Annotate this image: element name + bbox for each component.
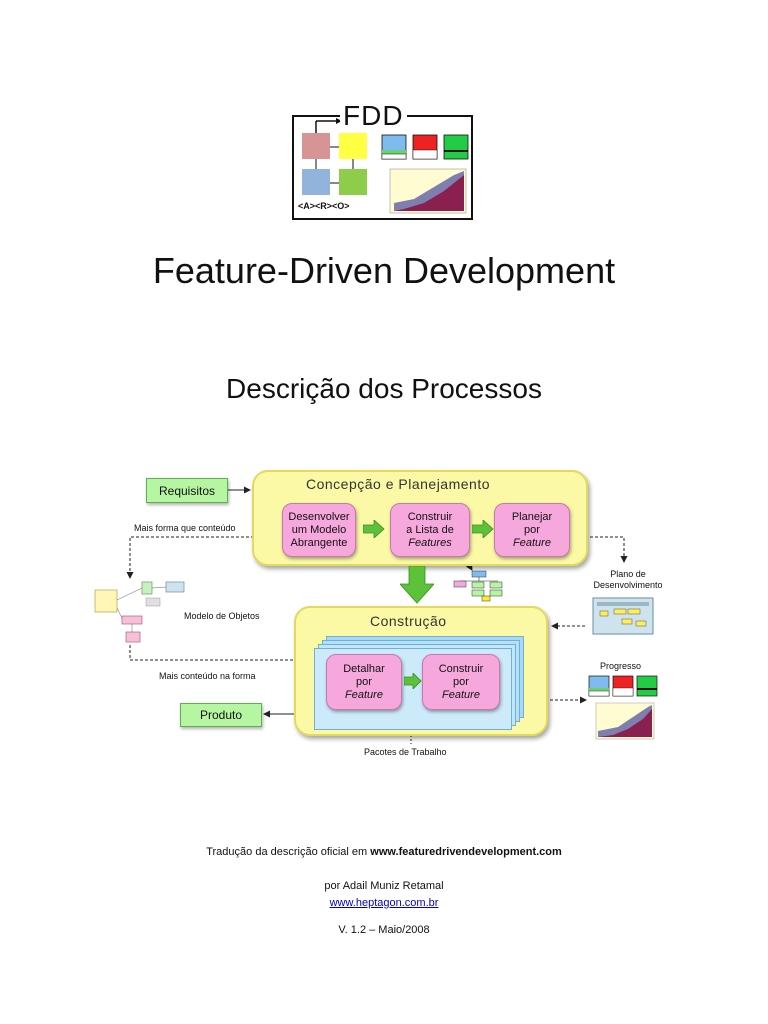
proc4-line1: Detalhar bbox=[343, 662, 385, 675]
logo-square-yellow bbox=[339, 133, 367, 159]
object-model-icon bbox=[94, 581, 185, 643]
arrow-right-icon bbox=[404, 673, 422, 689]
heptagon-link[interactable]: www.heptagon.com.br bbox=[329, 897, 439, 909]
footer-autor: por Adail Muniz Retamal bbox=[324, 880, 444, 892]
proc2-line2: a Lista de bbox=[406, 523, 454, 536]
traducao-site: www.featuredrivendevelopment.com bbox=[370, 846, 562, 858]
process-planejar: Planejar por Feature bbox=[494, 503, 570, 557]
proc3-line3: Feature bbox=[513, 536, 551, 549]
proc4-line3: Feature bbox=[345, 688, 383, 701]
fdd-logo: <A><R><O> bbox=[292, 115, 473, 220]
label-progresso: Progresso bbox=[600, 661, 642, 671]
plan-document-icon bbox=[592, 597, 654, 635]
progress-reports-icon bbox=[588, 675, 658, 740]
proc2-line3: Features bbox=[408, 536, 452, 549]
label-modelo-objetos: Modelo de Objetos bbox=[184, 611, 260, 621]
footer-autor-site: www.heptagon.com.br bbox=[0, 897, 768, 909]
proc5-line3: Feature bbox=[442, 688, 480, 701]
process-construir-feature: Construir por Feature bbox=[422, 654, 500, 710]
proc1-line3: Abrangente bbox=[290, 536, 348, 549]
process-construir-lista: Construir a Lista de Features bbox=[390, 503, 470, 557]
produto-box: Produto bbox=[180, 703, 262, 727]
proc5-line2: por bbox=[453, 675, 469, 688]
logo-title: FDD bbox=[340, 100, 407, 132]
proc4-line2: por bbox=[356, 675, 372, 688]
arrow-down-icon bbox=[400, 566, 434, 604]
label-mais-conteudo: Mais conteúdo na forma bbox=[159, 671, 256, 681]
logo-square-blue bbox=[302, 169, 330, 195]
arrow-right-icon bbox=[363, 520, 385, 538]
proc1-line2: um Modelo bbox=[291, 523, 347, 536]
document-title: Feature-Driven Development bbox=[152, 250, 616, 291]
process-detalhar: Detalhar por Feature bbox=[326, 654, 402, 710]
logo-connectors-icon bbox=[315, 118, 469, 214]
proc2-line1: Construir bbox=[407, 510, 453, 523]
footer-traducao: Tradução da descrição oficial em www.fea… bbox=[0, 846, 768, 858]
process-desenvolver-modelo: Desenvolver um Modelo Abrangente bbox=[282, 503, 356, 557]
logo-tag: <A><R><O> bbox=[298, 201, 350, 211]
feature-list-icon bbox=[453, 570, 503, 602]
proc1-line1: Desenvolver bbox=[288, 510, 350, 523]
document-subtitle: Descrição dos Processos bbox=[226, 373, 542, 404]
plano-line2: Desenvolvimento bbox=[593, 580, 663, 590]
requisitos-box: Requisitos bbox=[146, 478, 228, 503]
traducao-prefix: Tradução da descrição oficial em bbox=[206, 846, 371, 858]
proc3-line1: Planejar bbox=[511, 510, 553, 523]
footer-versao: V. 1.2 – Maio/2008 bbox=[338, 924, 430, 936]
proc5-line1: Construir bbox=[438, 662, 484, 675]
logo-square-red bbox=[302, 133, 330, 159]
label-plano: Plano de Desenvolvimento bbox=[588, 569, 668, 591]
plano-line1: Plano de bbox=[610, 569, 646, 579]
label-mais-forma: Mais forma que conteúdo bbox=[134, 523, 236, 533]
concepcao-title: Concepção e Planejamento bbox=[306, 476, 491, 492]
proc3-line2: por bbox=[524, 523, 540, 536]
label-pacotes: Pacotes de Trabalho bbox=[364, 747, 447, 757]
logo-square-green bbox=[339, 169, 367, 195]
construcao-title: Construção bbox=[370, 613, 447, 629]
arrow-right-icon bbox=[472, 520, 494, 538]
